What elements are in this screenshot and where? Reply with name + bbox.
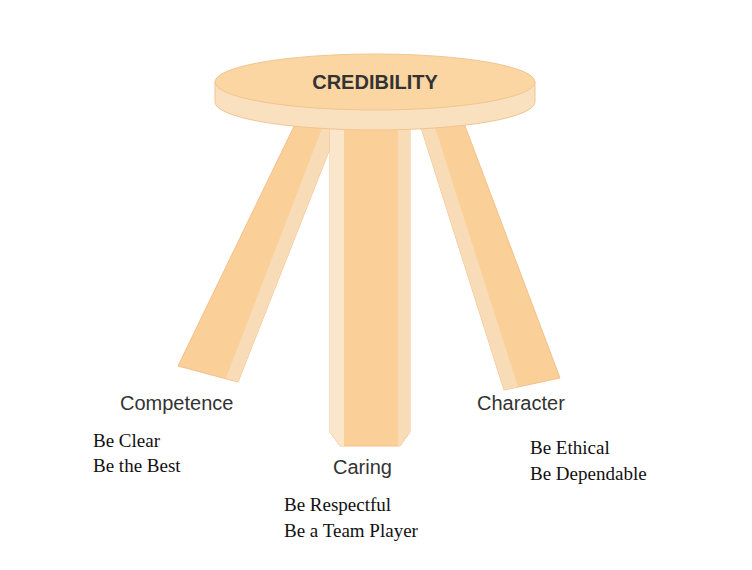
pillar-item: Be the Best (93, 455, 181, 477)
stool-leg (418, 118, 560, 390)
stool-leg-side (398, 120, 410, 446)
pillar-heading: Character (477, 392, 565, 415)
pillar-item: Be a Team Player (284, 520, 418, 542)
seat-top: CREDIBILITY (235, 60, 515, 104)
stool-leg (178, 118, 342, 382)
pillar-heading: Caring (333, 456, 392, 479)
stool-leg (330, 120, 410, 446)
pillar-item: Be Clear (93, 430, 160, 452)
stool-leg-side (226, 118, 342, 382)
pillar-item: Be Ethical (530, 437, 610, 459)
seat-title: CREDIBILITY (312, 71, 438, 94)
stool-leg-side (418, 118, 518, 390)
seat-top (215, 54, 535, 110)
pillar-item: Be Dependable (530, 463, 647, 485)
pillar-heading: Competence (120, 392, 233, 415)
stool-leg-side (330, 120, 344, 446)
pillar-item: Be Respectful (284, 494, 391, 516)
